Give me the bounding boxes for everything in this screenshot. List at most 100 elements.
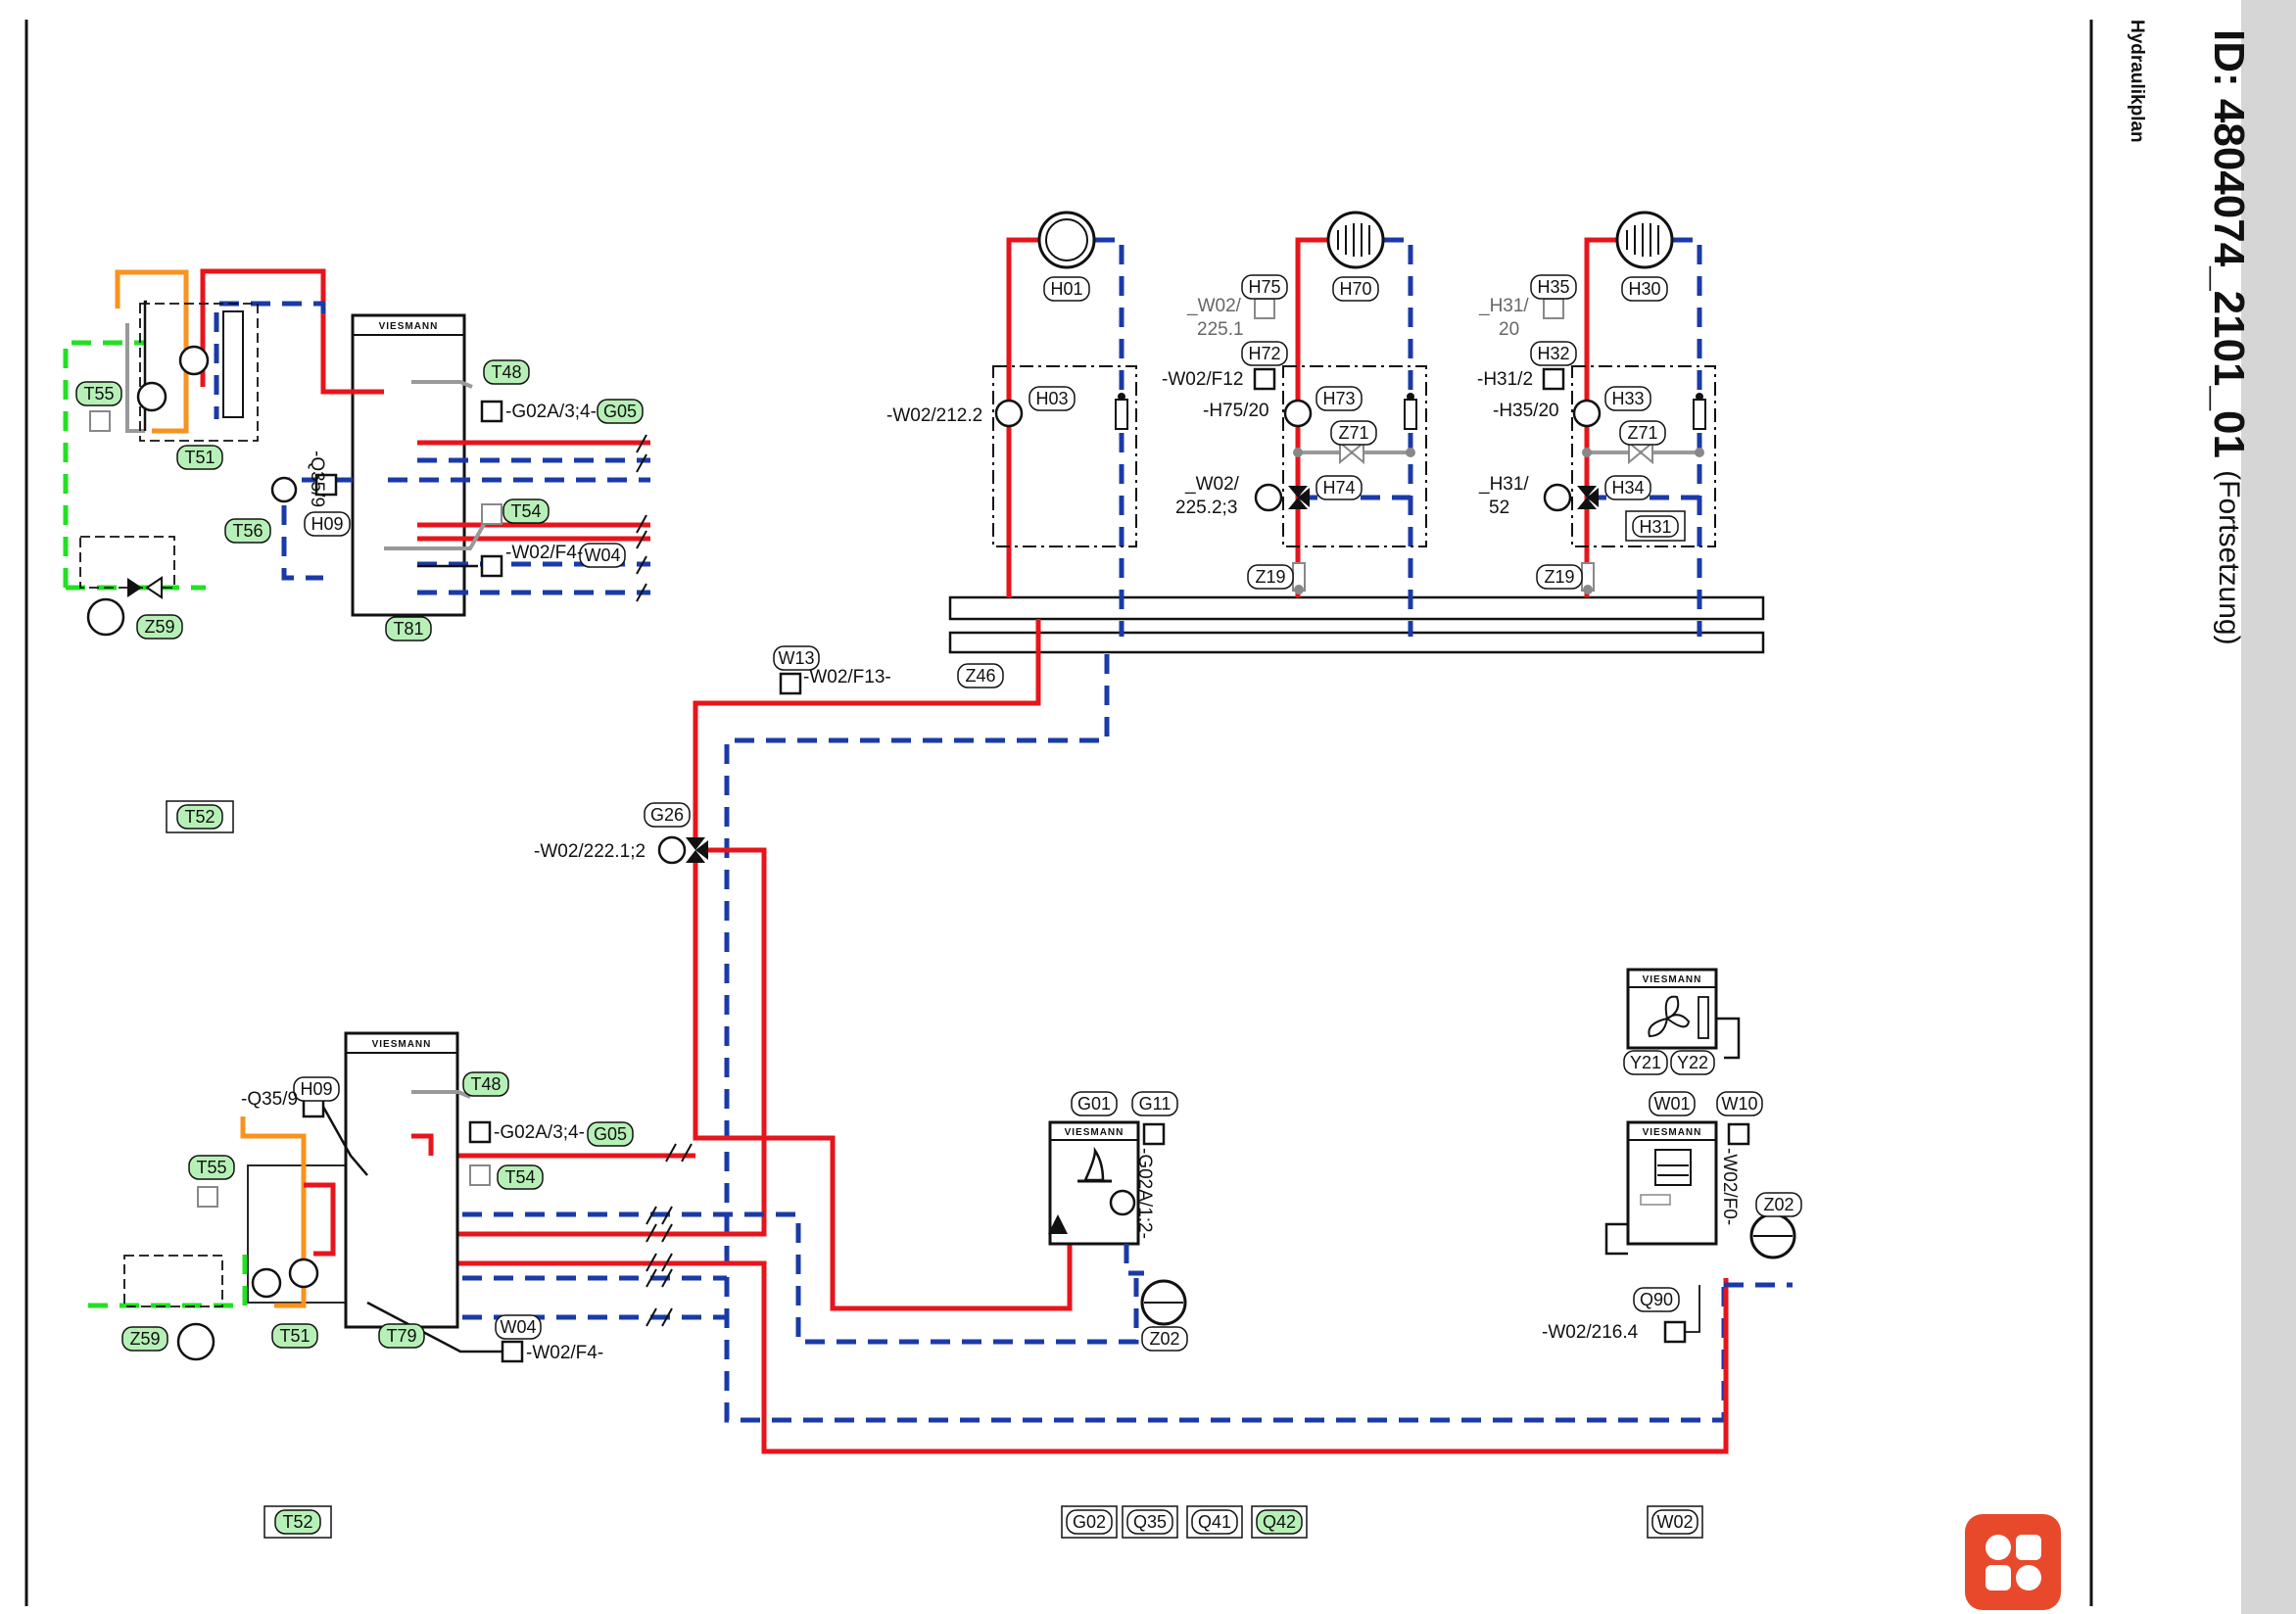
sensor-icon <box>480 554 503 578</box>
tag-t51a: T51 <box>176 445 223 470</box>
svg-text:T48: T48 <box>491 362 521 382</box>
check-valve-icon <box>1115 399 1128 430</box>
svg-text:W02: W02 <box>1656 1512 1693 1532</box>
svg-text:Z59: Z59 <box>144 617 174 637</box>
tag-g26: G26 <box>644 802 691 828</box>
app-logo-button[interactable] <box>1965 1514 2061 1610</box>
brand-label: VIESMANN <box>372 1039 432 1050</box>
svg-text:H34: H34 <box>1611 478 1644 498</box>
mixing-valve-icon <box>1288 486 1308 498</box>
svg-text:H73: H73 <box>1322 389 1355 408</box>
brand-label: VIESMANN <box>379 321 439 332</box>
ref-label: 225.2;3 <box>1175 498 1237 518</box>
circuit-h70 <box>1253 211 1427 637</box>
brand-label: VIESMANN <box>1643 974 1702 985</box>
svg-text:Z19: Z19 <box>1255 567 1285 587</box>
ref-label: _W02/ <box>1186 296 1242 316</box>
tag-t54a: T54 <box>502 498 550 524</box>
tag-h34: H34 <box>1604 475 1651 500</box>
sensor-icon <box>1663 1320 1687 1344</box>
expansion-vessel-icon <box>176 1322 215 1361</box>
tag-z02a: Z02 <box>1141 1326 1188 1352</box>
tag-w10: W10 <box>1716 1091 1763 1116</box>
tag-t54b: T54 <box>497 1164 544 1190</box>
svg-text:T51: T51 <box>279 1326 310 1346</box>
svg-text:W04: W04 <box>584 546 620 565</box>
tag-w13: W13 <box>773 645 820 671</box>
svg-text:G02: G02 <box>1073 1512 1106 1532</box>
svg-text:H72: H72 <box>1248 344 1280 363</box>
ref-label: -G02A/3;4- <box>505 402 597 422</box>
tag-y22: Y22 <box>1670 1050 1715 1075</box>
tag-t52b: T52 <box>263 1505 332 1539</box>
manifold-bar-top <box>948 595 1765 621</box>
return-pipe-boiler <box>431 1211 1139 1345</box>
pump-icon <box>994 399 1024 428</box>
tags: H01 H03 H70 H75 H72 H73 Z71 H74 Z19 H30 … <box>75 274 1802 1539</box>
supply-pipe-lower <box>431 847 767 1237</box>
ref-label: -G02A/1;2- <box>1134 1148 1155 1239</box>
svg-text:T51: T51 <box>184 448 215 467</box>
svg-text:W10: W10 <box>1721 1094 1757 1114</box>
tag-h72: H72 <box>1241 341 1288 366</box>
svg-text:G11: G11 <box>1139 1094 1172 1114</box>
tag-t81: T81 <box>385 616 432 641</box>
pump-icon <box>251 1267 282 1299</box>
sensor-icon <box>314 473 338 497</box>
fan-icon <box>1648 995 1691 1038</box>
circuit-h30 <box>1542 211 1716 637</box>
sensor-icon <box>1254 298 1275 319</box>
svg-text:Z02: Z02 <box>1763 1195 1794 1214</box>
boiler-g01: VIESMANN <box>1048 1120 1187 1326</box>
svg-text:Q90: Q90 <box>1640 1290 1673 1309</box>
sensor-icon <box>1543 298 1564 319</box>
svg-text:Z19: Z19 <box>1544 567 1574 587</box>
tag-q41: Q41 <box>1186 1505 1243 1539</box>
svg-text:W13: W13 <box>778 648 814 668</box>
sensor-icon <box>480 400 503 423</box>
pump-icon <box>288 1258 319 1289</box>
supply-pipe-loop <box>431 1260 1729 1454</box>
tag-y21: Y21 <box>1623 1050 1668 1075</box>
sensor-icon <box>1727 1122 1750 1146</box>
tag-g02: G02 <box>1061 1505 1118 1539</box>
tag-h32: H32 <box>1530 341 1577 366</box>
pump-icon <box>1283 399 1313 428</box>
svg-text:Q42: Q42 <box>1263 1512 1296 1532</box>
svg-text:H33: H33 <box>1611 389 1644 408</box>
ref-label: -G02A/3;4- <box>494 1122 585 1143</box>
motor-icon <box>270 476 298 503</box>
ref-label: -W02/222.1;2 <box>534 841 646 862</box>
tag-w04a: W04 <box>579 543 626 568</box>
grid-icon <box>1985 1535 2041 1590</box>
svg-text:H03: H03 <box>1035 389 1068 408</box>
document-id: ID: 4804074_2101_01 (Fortsetzung) <box>2204 29 2253 645</box>
ref-label: _H31/ <box>1478 296 1529 316</box>
svg-text:T54: T54 <box>504 1167 535 1187</box>
tag-t48b: T48 <box>462 1071 509 1097</box>
svg-text:G05: G05 <box>594 1124 627 1144</box>
tag-h09a: H09 <box>304 511 351 537</box>
tag-g01: G01 <box>1071 1091 1118 1116</box>
tag-h01: H01 <box>1043 276 1090 302</box>
tag-g05b: G05 <box>587 1121 634 1147</box>
svg-text:H30: H30 <box>1628 279 1660 299</box>
svg-text:Y21: Y21 <box>1630 1053 1661 1072</box>
tag-q90: Q90 <box>1633 1287 1680 1312</box>
svg-text:H35: H35 <box>1537 277 1569 297</box>
manifold-bar-bottom <box>948 631 1765 654</box>
svg-text:T48: T48 <box>470 1074 501 1094</box>
svg-text:T56: T56 <box>232 521 263 541</box>
ref-label: 52 <box>1489 498 1509 518</box>
mixing-valve-icon <box>1577 486 1597 498</box>
tag-w02: W02 <box>1647 1505 1703 1539</box>
bypass-valve-icon <box>1339 440 1354 465</box>
floor-heating-icon <box>1326 211 1385 269</box>
circuit-h01 <box>992 211 1137 637</box>
svg-text:T81: T81 <box>393 619 423 639</box>
svg-text:G01: G01 <box>1077 1094 1111 1114</box>
tag-t56: T56 <box>224 518 271 544</box>
ref-label: -H31/2 <box>1477 369 1533 390</box>
ref-label: _W02/ <box>1184 474 1240 495</box>
ref-label: 20 <box>1499 319 1519 340</box>
